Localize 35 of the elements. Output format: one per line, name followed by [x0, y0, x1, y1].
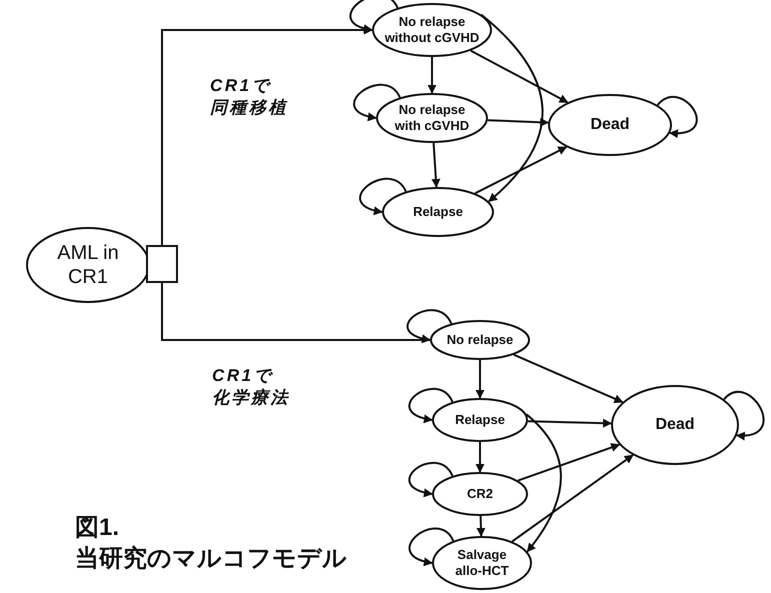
arrow [518, 443, 620, 482]
self-loop-arrow [406, 309, 452, 343]
self-loop-arrow [408, 462, 454, 497]
self-loop-arrow [350, 0, 398, 32]
state-ellipse: CR2 [432, 472, 528, 516]
arrow [476, 442, 484, 473]
arrow [488, 118, 550, 127]
arrow [513, 354, 624, 404]
state-ellipse: No relapse [430, 320, 530, 360]
figure-caption: 図1. 当研究のマルコフモデル [75, 513, 348, 574]
self-loop-arrow [656, 96, 698, 138]
arrow [476, 516, 486, 537]
state-ellipse: No relapse without cGVHD [372, 3, 492, 57]
self-loop-arrow [353, 84, 401, 120]
arrow [512, 454, 634, 542]
state-ellipse: No relapse with cGVHD [376, 93, 488, 143]
arrow [431, 142, 440, 188]
curved-arrow [526, 414, 562, 552]
arrow [470, 50, 568, 104]
arrow [476, 360, 484, 399]
arrow [161, 26, 373, 245]
arrow [528, 418, 612, 428]
self-loop-arrow [723, 391, 764, 440]
self-loop-arrow [408, 388, 454, 423]
arrow [474, 146, 568, 194]
state-ellipse: Salvage allo-HCT [432, 536, 532, 590]
state-ellipse: Relapse [382, 187, 494, 237]
state-ellipse: Relapse [432, 398, 528, 442]
state-ellipse: Dead [611, 385, 739, 465]
self-loop-arrow [408, 528, 454, 566]
state-ellipse: Dead [548, 94, 672, 156]
curved-arrow [480, 14, 544, 202]
arrow [428, 57, 436, 94]
self-loop-arrow [359, 178, 407, 214]
decision-box [146, 245, 178, 283]
